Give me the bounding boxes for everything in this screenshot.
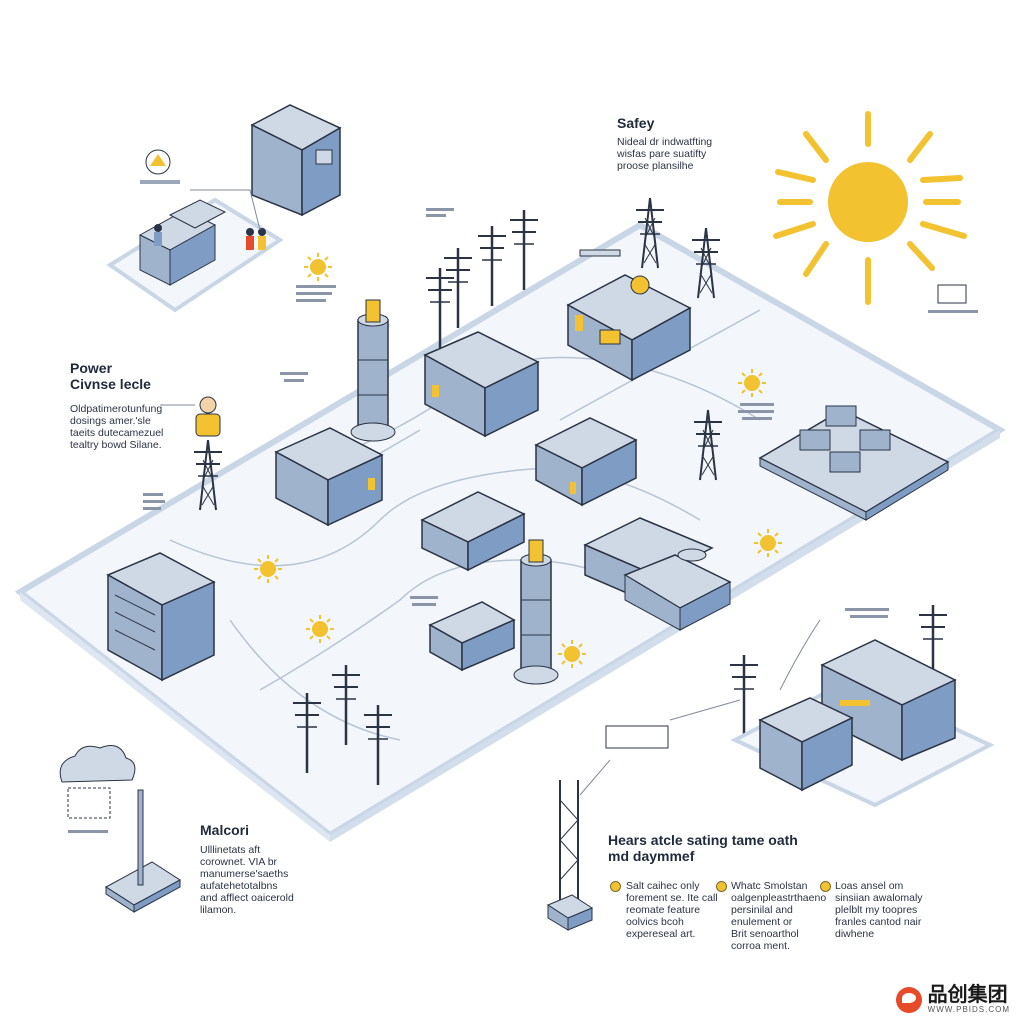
brand-logo-text: 品创集团 [927, 984, 1008, 1006]
leader-lines [160, 189, 821, 796]
power-title: Power Civnse lecle [70, 360, 151, 392]
cooling-tower [513, 539, 559, 685]
utility-building [274, 427, 384, 527]
power-body: Oldpatimerotunfung dosings amer.'sle tae… [70, 403, 164, 451]
column-3-text: Loas ansel om sinsiian awalomaly plelblt… [835, 880, 923, 940]
info-card [605, 725, 669, 749]
worker-icon [193, 396, 223, 511]
info-card [67, 787, 111, 819]
column-2-text: Whatc Smolstan oalgenpleastrthaeno persi… [731, 880, 827, 952]
brand-logo-url: WWW.PBIDS.COM [927, 1005, 1010, 1014]
factory [730, 639, 995, 808]
info-card [937, 284, 967, 304]
safety-title: Safey [617, 115, 655, 131]
bullet-icon [716, 881, 727, 892]
cooling-tower [350, 299, 396, 442]
bullet-icon [820, 881, 831, 892]
server-building [106, 552, 216, 682]
control-building [583, 517, 732, 631]
brand-logo: 品创集团 WWW.PBIDS.COM [895, 984, 1010, 1014]
utility-building [423, 331, 540, 438]
office-tower [250, 104, 342, 217]
substation [758, 405, 950, 521]
caption-bars [68, 208, 978, 833]
malcori-body: Ulllinetats aft corownet. VIA br manumer… [200, 844, 294, 916]
house [420, 491, 526, 572]
cloud-icon [59, 745, 136, 783]
caption-line [140, 180, 180, 184]
solar-panel-icon [579, 249, 621, 257]
brand-logo-icon [895, 986, 922, 1013]
antenna-base [105, 789, 181, 913]
house [534, 417, 638, 507]
residential-platform [106, 197, 284, 313]
column-1-text: Salt caihec only forement se. Ite call r… [626, 880, 718, 940]
safety-body: Nideal dr indwatfting wisfas pare suatif… [617, 136, 713, 172]
map-icon [145, 149, 171, 175]
bullet-icon [610, 881, 621, 892]
hearts-title: Hears atcle sating tame oath md daymmef [608, 832, 798, 864]
malcori-title: Malcori [200, 822, 250, 838]
radio-tower [546, 780, 594, 931]
warehouse [428, 601, 516, 672]
sun-icon [773, 111, 967, 305]
power-plant [566, 249, 692, 382]
person-icon [154, 224, 266, 250]
sun-icon [303, 252, 333, 282]
